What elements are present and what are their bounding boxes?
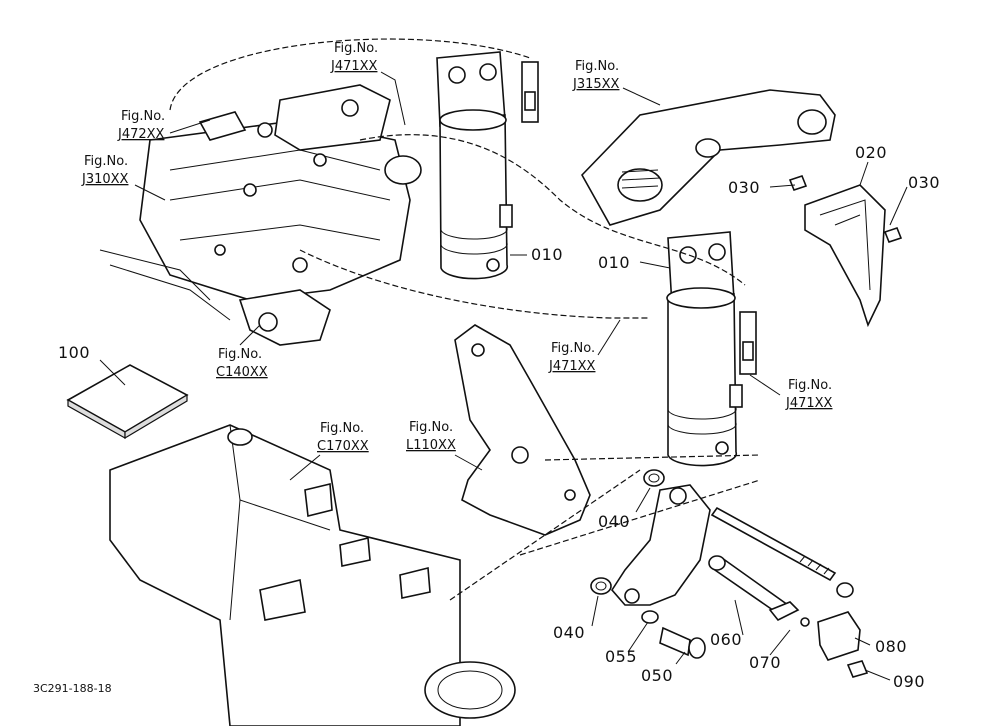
fig-ref-c140: Fig.No. C140XX [216,347,268,380]
part-090: 090 [893,672,925,691]
hose-route-middle [359,134,746,286]
hose-route-bracket [449,454,761,601]
bolt-050 [659,626,706,659]
part-010-left: 010 [531,245,563,264]
fig-ref-j471-top: Fig.No. J471XX [330,41,378,74]
hose-route-upper [169,38,531,111]
svg-text:J471XX: J471XX [785,396,833,411]
fig-ref-j471-right: Fig.No. J471XX [785,378,833,411]
part-050: 050 [641,666,673,685]
fig-ref-j315: Fig.No. J315XX [572,59,620,92]
drawing-code: 3C291-188-18 [33,682,112,695]
lift-cylinder-right [666,231,743,467]
part-020: 020 [855,143,887,162]
long-bolt [710,506,854,598]
svg-text:Fig.No.: Fig.No. [334,41,378,56]
fig-ref-j472: Fig.No. J472XX [117,109,165,142]
transmission-housing [109,424,516,726]
hose-route-lower [299,249,650,319]
lift-arm [581,89,836,226]
svg-text:Fig.No.: Fig.No. [551,341,595,356]
fig-ref-j471-mid: Fig.No. J471XX [548,341,596,374]
link-plate [611,484,711,606]
part-010-right: 010 [598,253,630,272]
svg-text:Fig.No.: Fig.No. [575,59,619,74]
svg-text:C140XX: C140XX [216,365,268,380]
washer-055 [641,610,659,624]
svg-text:J471XX: J471XX [548,359,596,374]
svg-text:Fig.No.: Fig.No. [84,154,128,169]
svg-text:C170XX: C170XX [317,439,369,454]
part-030-right: 030 [908,173,940,192]
pin-060 [708,555,790,617]
support-bracket [454,324,591,536]
svg-text:Fig.No.: Fig.No. [218,347,262,362]
svg-text:Fig.No.: Fig.No. [788,378,832,393]
svg-text:J471XX: J471XX [330,59,378,74]
part-100: 100 [58,343,90,362]
bushing-040-upper [643,469,665,487]
svg-text:J472XX: J472XX [117,127,165,142]
svg-text:Fig.No.: Fig.No. [121,109,165,124]
bushing-040-lower [590,577,612,595]
bolt-090 [846,660,869,678]
part-040-upper: 040 [598,512,630,531]
pressure-sensor-right [739,311,757,375]
part-070: 070 [749,653,781,672]
svg-text:L110XX: L110XX [406,438,456,453]
svg-text:J315XX: J315XX [572,77,620,92]
plate-070 [768,601,810,627]
fig-ref-l110: Fig.No. L110XX [406,420,456,453]
svg-text:Fig.No.: Fig.No. [320,421,364,436]
fig-ref-c170: Fig.No. C170XX [317,421,369,454]
fig-ref-j310: Fig.No. J310XX [81,154,129,187]
part-030-left: 030 [728,178,760,197]
lift-cylinder-left [436,51,513,280]
leader-lines [99,71,908,681]
svg-text:J310XX: J310XX [81,172,129,187]
part-040-lower: 040 [553,623,585,642]
sensor-080 [817,611,861,661]
part-060: 060 [710,630,742,649]
svg-text:Fig.No.: Fig.No. [409,420,453,435]
pressure-sensor-top [521,61,539,123]
part-080: 080 [875,637,907,656]
operator-manual [66,364,189,440]
cylinder-cover [788,175,903,328]
hydraulic-valve-assembly [99,84,422,346]
part-055: 055 [605,647,637,666]
